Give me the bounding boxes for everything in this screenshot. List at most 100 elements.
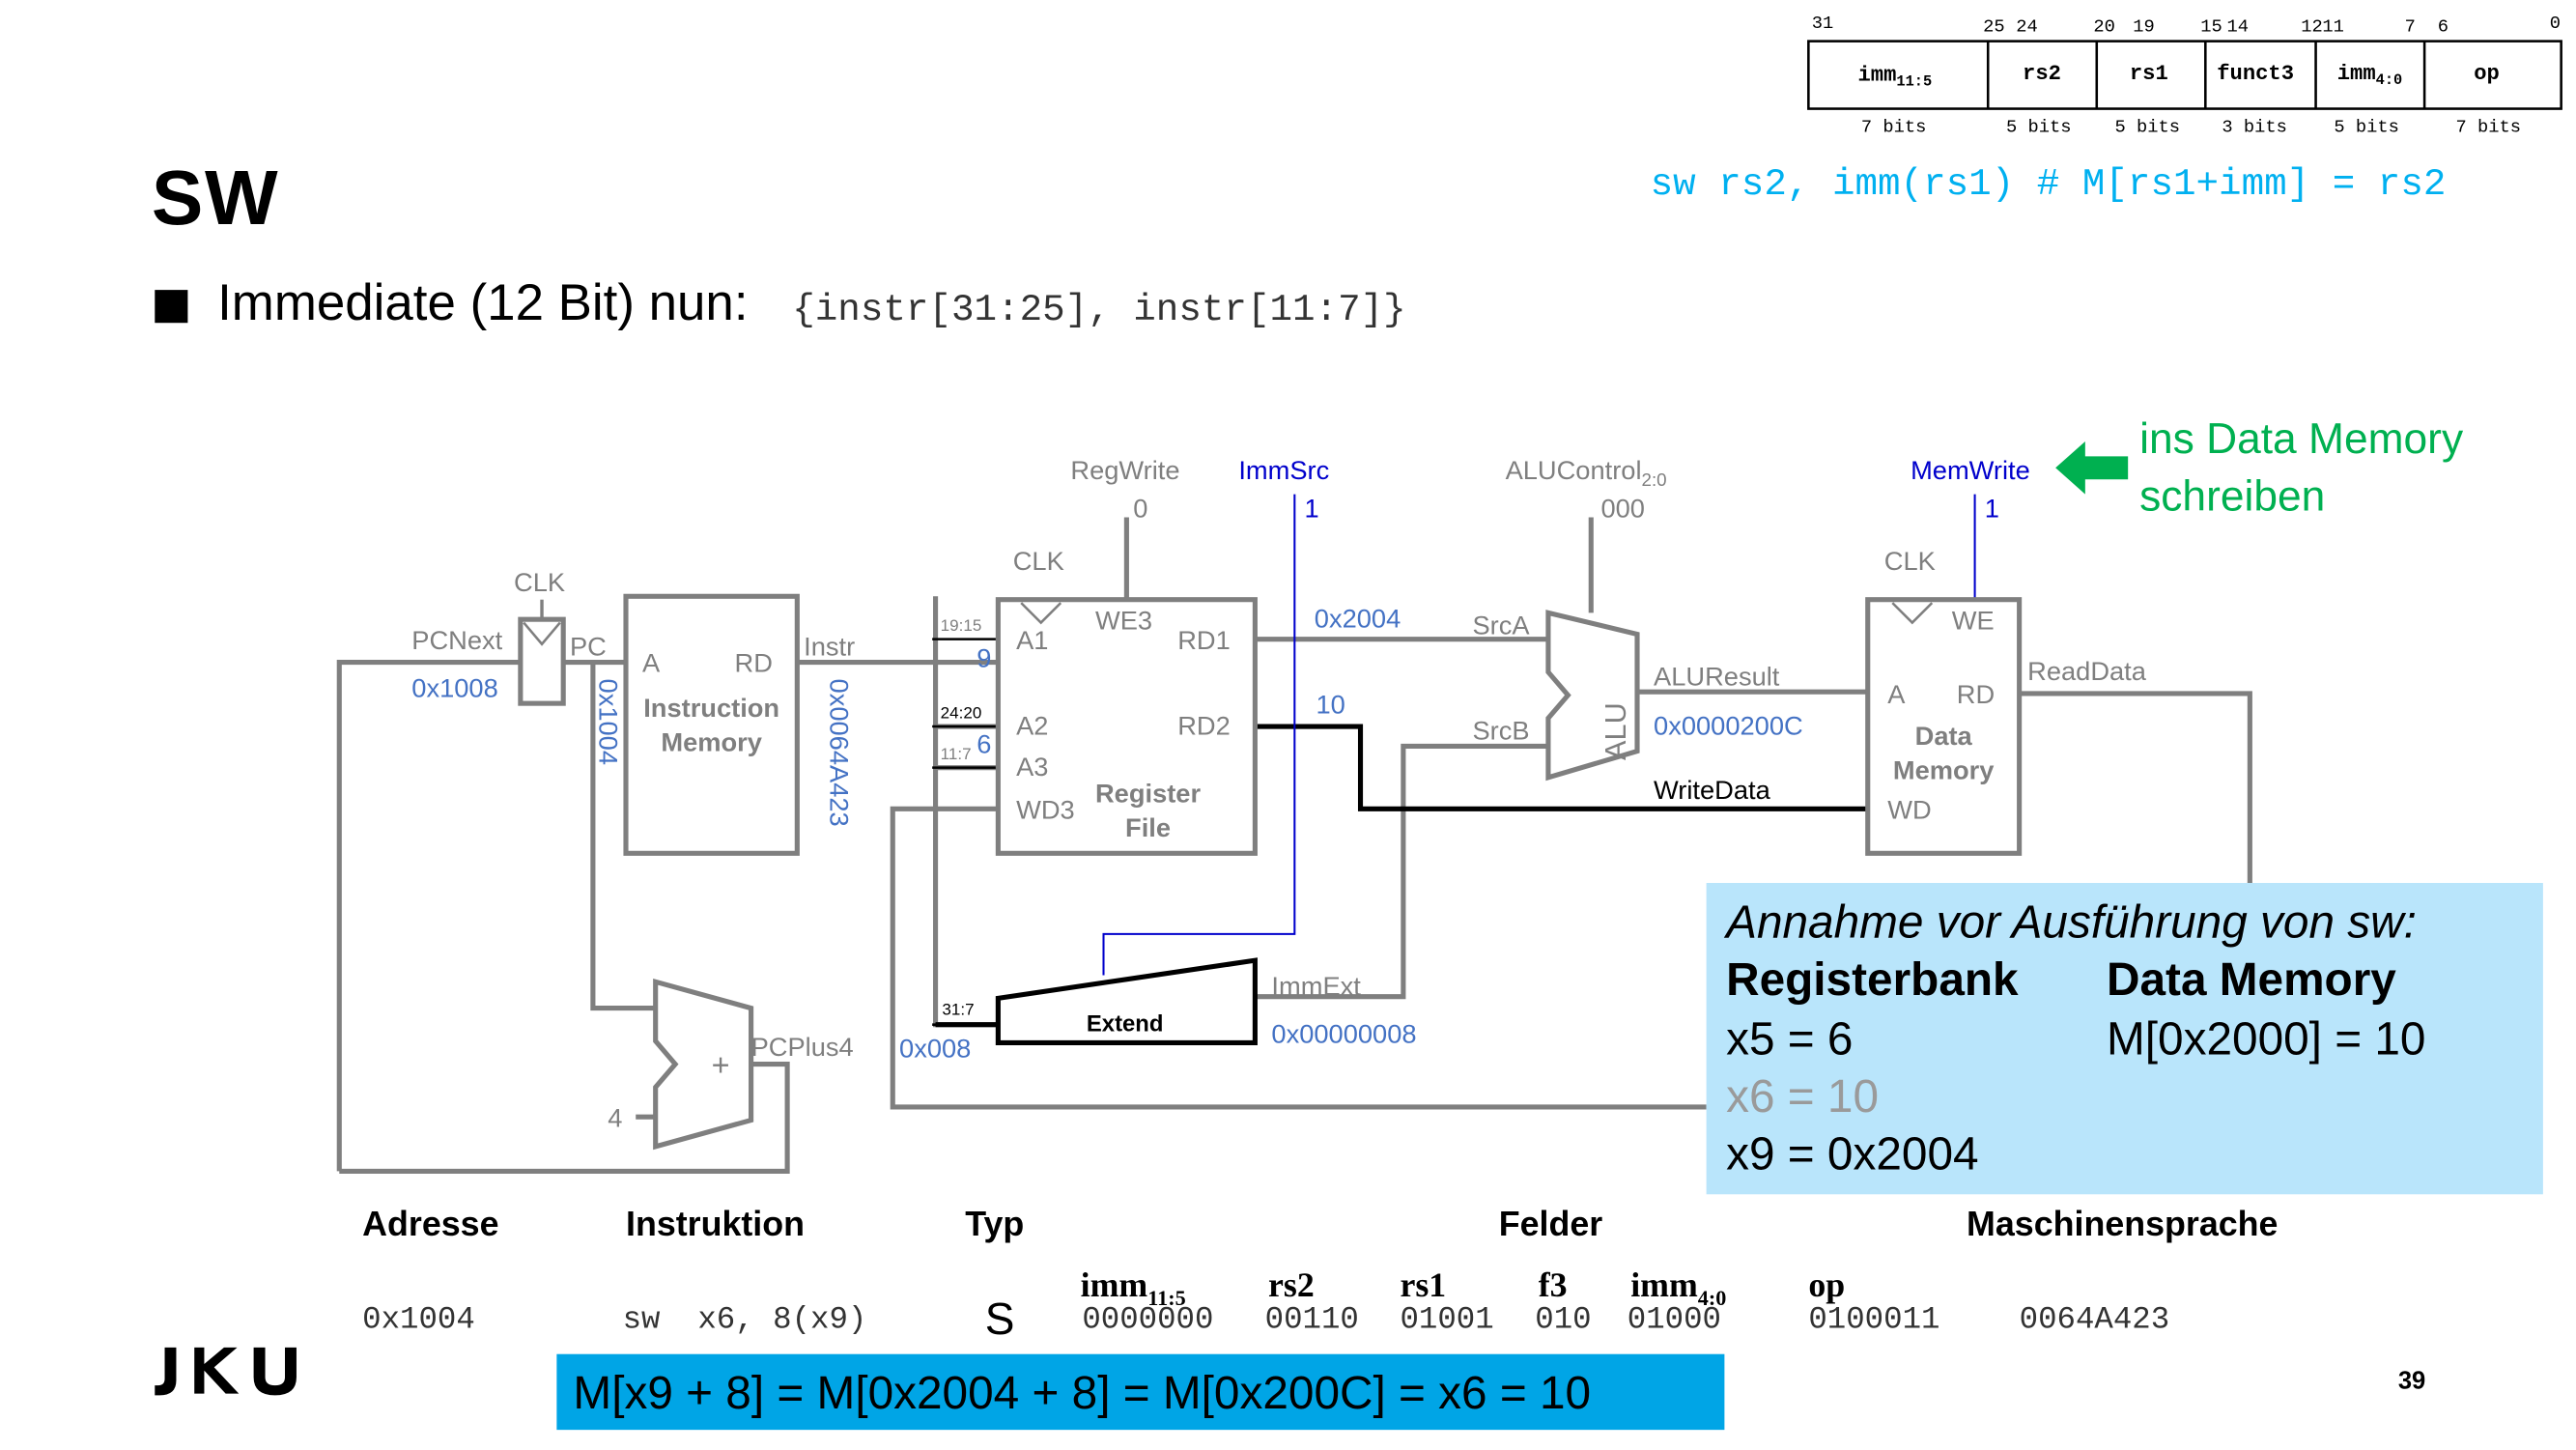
pc-label: PC (570, 632, 607, 662)
svg-text:7 bits: 7 bits (2456, 116, 2522, 137)
svg-text:14: 14 (2226, 15, 2249, 37)
bits-24-20: 24:20 (941, 703, 982, 722)
svg-text:31: 31 (1812, 13, 1834, 34)
alucontrol-label: ALUControl2:0 (1506, 455, 1667, 490)
field-label-rs1: rs1 (1400, 1265, 1447, 1305)
immsrc-label: ImmSrc (1238, 455, 1329, 485)
mem-0x2000: M[0x2000] = 10 (2107, 1012, 2426, 1065)
clk-label-pc: CLK (514, 567, 565, 597)
imm-in-value: 0x008 (899, 1034, 971, 1064)
callout-line-1: ins Data Memory (2139, 415, 2464, 463)
svg-text:5 bits: 5 bits (2006, 116, 2072, 137)
srcb-label: SrcB (1472, 716, 1529, 746)
adder-plus: + (712, 1048, 730, 1083)
rf-rd1-label: RD1 (1177, 625, 1231, 655)
format-field-op: op (2474, 62, 2500, 86)
pcnext-value: 0x1008 (411, 672, 497, 702)
field-label-rs2: rs2 (1268, 1265, 1315, 1305)
instruction-format: 31 25 24 20 19 15 14 12 11 7 6 0 imm11:5… (1807, 13, 2562, 137)
imem-a-label: A (642, 648, 661, 678)
rf-a3-label: A3 (1016, 752, 1048, 782)
a1-value: 9 (977, 643, 991, 673)
row-field-rs1: 01001 (1400, 1301, 1494, 1338)
a2-value: 6 (977, 728, 991, 758)
immsrc-value: 1 (1305, 493, 1319, 523)
pc-register (518, 616, 566, 706)
svg-text:24: 24 (2016, 15, 2038, 37)
svg-text:0: 0 (2550, 13, 2561, 34)
control-wires (1102, 494, 1976, 976)
format-field-rs2: rs2 (2023, 62, 2061, 86)
regbank-header: Registerbank (1726, 953, 2019, 1006)
writedata-label: WriteData (1654, 775, 1771, 805)
readdata-label: ReadData (2027, 656, 2147, 686)
row-instruction: sw x6, 8(x9) (622, 1301, 867, 1338)
aluresult-label: ALUResult (1654, 661, 1780, 691)
reg-x9: x9 = 0x2004 (1726, 1128, 1979, 1180)
svg-text:7 bits: 7 bits (1861, 116, 1927, 137)
svg-text:5 bits: 5 bits (2334, 116, 2399, 137)
bits-19-15: 19:15 (941, 616, 982, 635)
reg-x5: x5 = 6 (1726, 1012, 1854, 1065)
regwrite-label: RegWrite (1070, 455, 1179, 485)
field-label-op: op (1808, 1265, 1846, 1305)
rd2-value: 10 (1316, 689, 1345, 719)
rf-rd2-label: RD2 (1177, 711, 1231, 741)
assumption-title: Annahme vor Ausführung von sw: (1726, 896, 2417, 948)
format-bit-widths: 7 bits 5 bits 5 bits 3 bits 5 bits 7 bit… (1861, 116, 2521, 137)
svg-text:19: 19 (2133, 15, 2155, 37)
instr-value: 0x0064A423 (824, 679, 854, 827)
dmem-a-label: A (1887, 679, 1906, 709)
dmem-title-1: Data (1915, 721, 1973, 751)
bullet-code: {instr[31:25], instr[11:7]} (792, 288, 1406, 331)
memwrite-value: 1 (1985, 493, 1999, 523)
bits-11-7: 11:7 (941, 745, 972, 763)
dmem-wd-label: WD (1887, 795, 1931, 825)
rf-title-1: Register (1095, 778, 1201, 808)
immext-value: 0x00000008 (1271, 1018, 1416, 1048)
bullet-text: Immediate (12 Bit) nun: (217, 273, 749, 331)
alucontrol-value: 000 (1600, 493, 1645, 523)
alu-block (1545, 610, 1640, 782)
dmem-title-2: Memory (1893, 755, 1995, 785)
rf-wd3-label: WD3 (1016, 795, 1075, 825)
pc-value: 0x1004 (594, 679, 624, 765)
svg-text:5 bits: 5 bits (2115, 116, 2181, 137)
pcnext-label: PCNext (411, 625, 502, 655)
result-bar: M[x9 + 8] = M[0x2004 + 8] = M[0x200C] = … (556, 1353, 1725, 1431)
assumption-box: Annahme vor Ausführung von sw: Registerb… (1706, 883, 2543, 1195)
instr-label: Instr (804, 632, 855, 662)
format-field-imm11-5: imm11:5 (1858, 64, 1933, 91)
row-field-f3: 010 (1535, 1301, 1592, 1338)
syntax-line: sw rs2, imm(rs1) # M[rs1+imm] = rs2 (1650, 162, 2447, 207)
clk-label-dmem: CLK (1884, 546, 1936, 576)
row-field-rs2: 00110 (1264, 1301, 1359, 1338)
svg-text:3 bits: 3 bits (2222, 116, 2287, 137)
row-address: 0x1004 (362, 1301, 475, 1338)
callout-line-2: schreiben (2139, 473, 2325, 521)
instruction-memory (623, 593, 800, 856)
header-address: Adresse (362, 1206, 499, 1244)
bullet-square (155, 290, 188, 324)
svg-text:25: 25 (1983, 15, 2005, 37)
format-cells (1807, 40, 2562, 110)
rf-a2-label: A2 (1016, 711, 1048, 741)
rf-a1-label: A1 (1016, 625, 1048, 655)
constant-four: 4 (608, 1102, 622, 1132)
svg-text:6: 6 (2438, 15, 2449, 37)
callout-arrow-icon (2055, 441, 2129, 495)
jku-logo (152, 1341, 310, 1400)
rf-we3-label: WE3 (1095, 605, 1152, 635)
row-field-imm4-0: 01000 (1627, 1301, 1722, 1338)
jku-logo-icon (155, 1347, 297, 1396)
aluresult-value: 0x0000200C (1654, 711, 1803, 741)
row-field-op: 0100011 (1808, 1301, 1940, 1338)
alu-label: ALU (1599, 702, 1632, 760)
rf-title-2: File (1125, 812, 1171, 842)
header-machine: Maschinensprache (1967, 1206, 2279, 1244)
format-field-imm4-0: imm4:0 (2337, 62, 2403, 89)
slide-title: SW (151, 153, 280, 241)
row-field-imm11-5: 0000000 (1082, 1301, 1214, 1338)
